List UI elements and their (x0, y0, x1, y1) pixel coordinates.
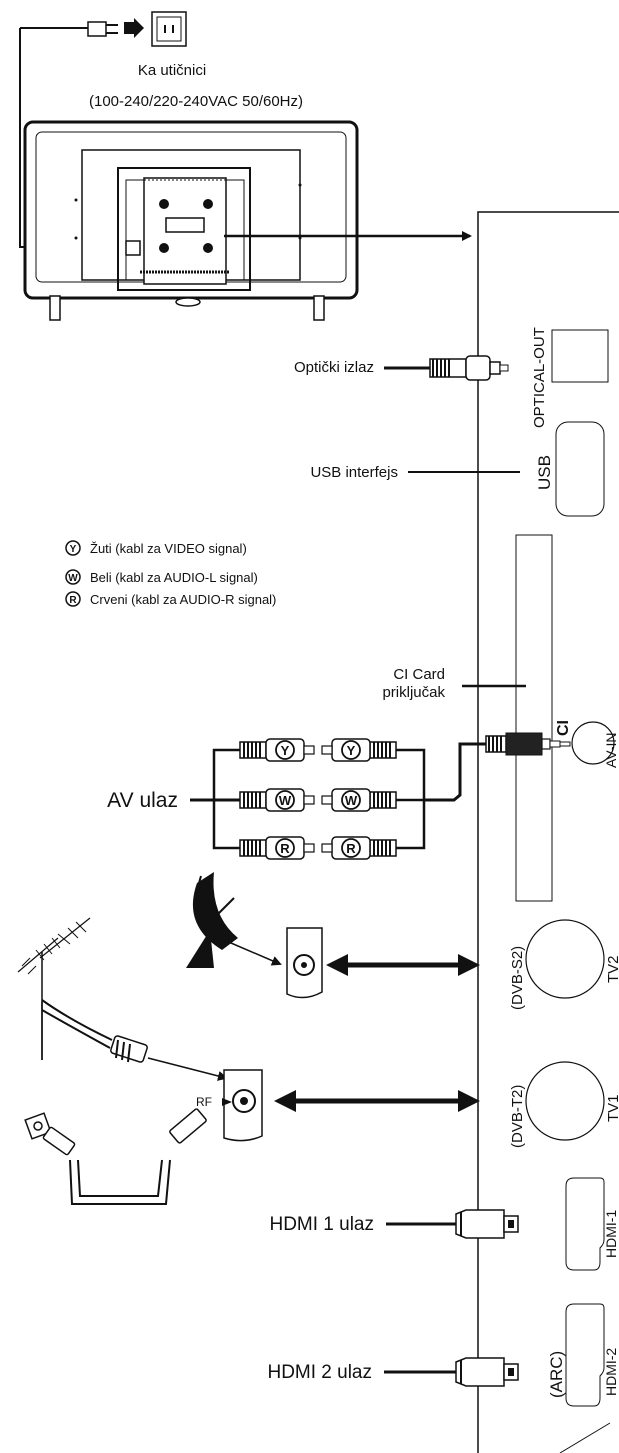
optical-out-port-label: OPTICAL-OUT (531, 327, 548, 428)
hdmi1-port (565, 1177, 605, 1271)
rca-letter-right-white: W (345, 793, 358, 808)
rca-letter-left-yellow: Y (281, 743, 290, 758)
hdmi1-cable-icon (386, 1209, 519, 1239)
tv1-label: TV1 (605, 1094, 619, 1122)
voltage-label: (100-240/220-240VAC 50/60Hz) (89, 93, 303, 110)
tv2-port (525, 919, 605, 999)
legend-text-red: Crveni (kabl za AUDIO-R signal) (90, 592, 276, 607)
optical-out-label: Optički izlaz (294, 359, 374, 376)
rf-label: RF (196, 1095, 212, 1109)
usb-port-label: USB (535, 455, 554, 490)
usb-interface-label: USB interfejs (310, 464, 398, 481)
terrestrial-double-arrow-icon (274, 1090, 480, 1112)
av-input-label: AV ulaz (107, 789, 178, 812)
legend-red: R Crveni (kabl za AUDIO-R signal) (65, 591, 276, 607)
tv-back-illustration (23, 120, 359, 321)
legend-text-white: Beli (kabl za AUDIO-L signal) (90, 570, 258, 585)
ci-port-label: CI (555, 720, 572, 736)
legend-white: W Beli (kabl za AUDIO-L signal) (65, 569, 258, 585)
rca-cable-bundle (190, 748, 426, 850)
rca-plug-left-white: W (239, 788, 315, 812)
rca-letter-left-white: W (279, 793, 292, 808)
ci-card-slot (515, 534, 553, 902)
antenna-icon (17, 917, 91, 1060)
wall-outlet-icon (151, 11, 187, 47)
rca-plug-left-yellow: Y (239, 738, 315, 762)
rca-letter-right-yellow: Y (347, 743, 356, 758)
rca-plug-right-red: R (321, 836, 397, 860)
legend-text-yellow: Žuti (kabl za VIDEO signal) (90, 541, 247, 556)
arc-label: (ARC) (547, 1351, 566, 1398)
rca-plug-right-yellow: Y (321, 738, 397, 762)
tv-side-panel (477, 211, 619, 1453)
av-in-port (571, 721, 615, 765)
coax-loop-cable-icon (24, 1108, 207, 1205)
tv2-label: TV2 (605, 955, 619, 983)
legend-yellow: Y Žuti (kabl za VIDEO signal) (65, 540, 247, 556)
legend-letter-white: W (68, 573, 78, 584)
tv1-port (525, 1061, 605, 1141)
antenna-cable-icon (41, 999, 228, 1081)
usb-port (555, 421, 605, 517)
satellite-double-arrow-icon (326, 954, 480, 976)
ci-card-label: CI Card (393, 666, 445, 683)
hdmi2-port-label: HDMI-2 (603, 1348, 619, 1396)
legend-letter-yellow: Y (70, 544, 77, 555)
hdmi1-port-label: HDMI-1 (603, 1210, 619, 1258)
satellite-dish-icon (186, 872, 282, 968)
hdmi2-port (565, 1303, 605, 1407)
optical-out-port (551, 329, 609, 383)
legend-letter-red: R (69, 595, 77, 606)
outlet-label: Ka utičnici (138, 62, 206, 79)
av-in-port-label: AV-IN (603, 732, 619, 768)
rca-letter-right-red: R (346, 841, 356, 856)
hdmi2-input-label: HDMI 2 ulaz (267, 1362, 372, 1383)
optical-cable-icon (384, 355, 509, 381)
rf-wall-socket-icon (222, 1069, 263, 1142)
dvb-s2-label: (DVB-S2) (509, 946, 526, 1010)
rca-plug-right-white: W (321, 788, 397, 812)
color-legend: Y Žuti (kabl za VIDEO signal) W Beli (ka… (65, 540, 276, 607)
hdmi2-cable-icon (384, 1357, 519, 1387)
rca-letter-left-red: R (280, 841, 290, 856)
ci-card-label-2: priključak (382, 684, 445, 701)
hdmi1-input-label: HDMI 1 ulaz (269, 1214, 374, 1235)
av-jack-cable-icon (424, 732, 571, 802)
satellite-wall-socket-icon (286, 927, 323, 999)
rca-plug-left-red: R (239, 836, 315, 860)
dvb-t2-label: (DVB-T2) (509, 1085, 526, 1148)
